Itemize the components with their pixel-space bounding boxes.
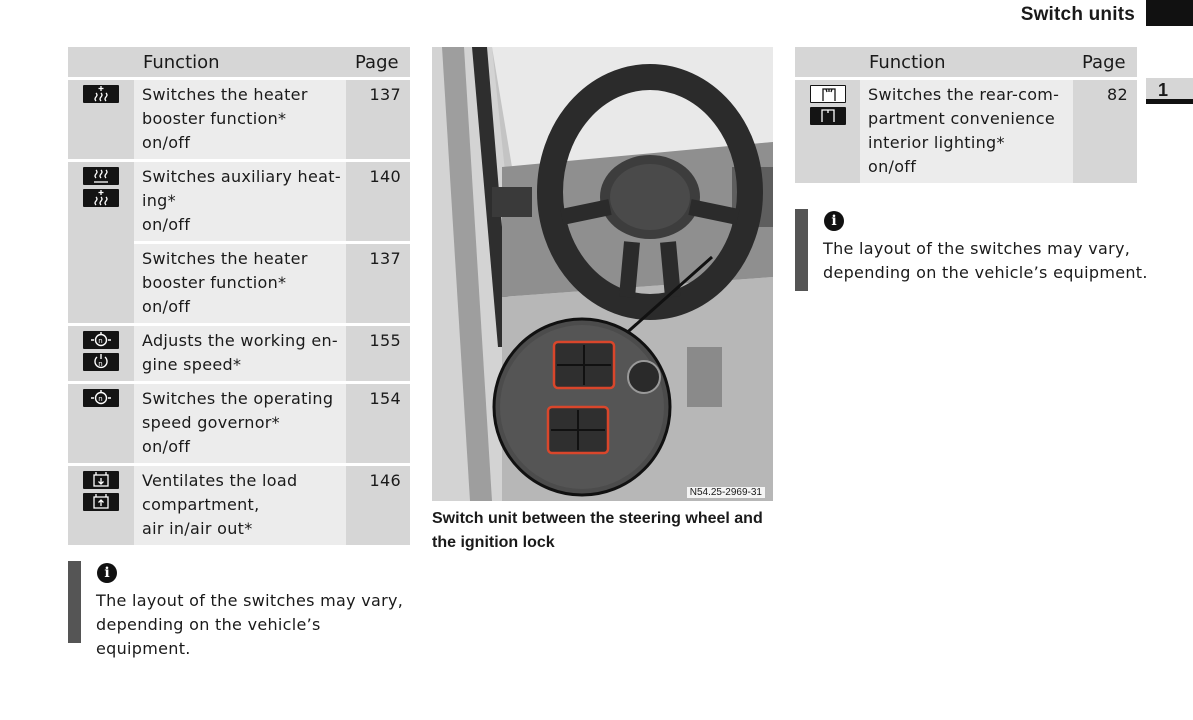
auxiliary-heating-icon — [83, 167, 119, 185]
figure-caption: Switch unit between the steering wheel a… — [432, 510, 763, 551]
row-icons: n — [68, 384, 134, 463]
svg-text:n: n — [98, 337, 103, 345]
table-row: Switches the heater booster function* on… — [68, 80, 410, 159]
chapter-tab: 1 — [1146, 78, 1193, 104]
row-icons — [68, 80, 134, 159]
load-air-in-icon — [83, 471, 119, 489]
info-icon: i — [824, 211, 844, 231]
heater-booster-icon — [83, 85, 119, 103]
speed-governor-icon: n — [83, 389, 119, 407]
row-icons — [68, 162, 134, 323]
info-note-right: i The layout of the switches may vary, d… — [795, 209, 1155, 291]
working-speed-down-icon: n — [83, 353, 119, 371]
page-cell: 137 — [346, 80, 410, 159]
note-text: The layout of the switches may vary, dep… — [823, 239, 1148, 282]
left-function-table: Function Page Switches the heater booste… — [68, 44, 410, 548]
table-row: Ventilates the load compartment, air in/… — [68, 466, 410, 545]
icon-column-header — [795, 47, 860, 77]
steering-wheel-illustration — [432, 47, 773, 501]
function-cell: Switches the operating speed governor* o… — [134, 384, 346, 463]
function-cell: Switches auxiliary heat- ing* on/off — [134, 162, 346, 241]
page-cell: 155 — [346, 326, 410, 381]
page-cell: 154 — [346, 384, 410, 463]
info-icon: i — [97, 563, 117, 583]
page-column-header: Page — [1073, 47, 1137, 77]
note-bar — [68, 561, 81, 643]
page-header-block — [1146, 0, 1193, 26]
figure-code: N54.25-2969-31 — [686, 487, 765, 498]
function-column-header: Function — [134, 47, 346, 77]
page-column-header: Page — [346, 47, 410, 77]
chapter-number: 1 — [1158, 80, 1169, 100]
function-column-header: Function — [860, 47, 1073, 77]
working-speed-up-icon: n — [83, 331, 119, 349]
page-cell: 137 — [346, 244, 410, 323]
function-cell: Switches the rear-com- partment convenie… — [860, 80, 1073, 183]
note-text: The layout of the switches may vary, dep… — [96, 591, 404, 658]
svg-text:n: n — [98, 360, 103, 368]
heater-booster-icon — [83, 189, 119, 207]
page-cell: 146 — [346, 466, 410, 545]
rear-light-on-icon — [809, 85, 846, 103]
row-icons — [795, 80, 860, 183]
function-cell: Switches the heater booster function* on… — [134, 244, 346, 323]
table-row: n Switches the operating speed governor*… — [68, 384, 410, 463]
page-header-title: Switch units — [1020, 4, 1135, 25]
table-row: Switches the heater booster function* on… — [68, 244, 410, 323]
table-row: n n Adjusts the working en- gine speed* … — [68, 326, 410, 381]
table-row: Switches the rear-com- partment convenie… — [795, 80, 1137, 183]
row-icons: n n — [68, 326, 134, 381]
page-cell: 82 — [1073, 80, 1137, 183]
load-air-out-icon — [83, 493, 119, 511]
rear-light-off-icon — [809, 107, 846, 125]
row-icons — [68, 466, 134, 545]
page-cell: 140 — [346, 162, 410, 241]
info-note-left: i The layout of the switches may vary, d… — [68, 561, 418, 658]
icon-column-header — [68, 47, 134, 77]
function-cell: Switches the heater booster function* on… — [134, 80, 346, 159]
function-cell: Ventilates the load compartment, air in/… — [134, 466, 346, 545]
note-bar — [795, 209, 808, 291]
steering-wheel-photo: N54.25-2969-31 — [432, 47, 773, 501]
right-function-table: Function Page Switches the rear-com- par… — [795, 44, 1137, 186]
svg-text:n: n — [98, 395, 103, 403]
function-cell: Adjusts the working en- gine speed* — [134, 326, 346, 381]
table-row: Switches auxiliary heat- ing* on/off 140 — [68, 162, 410, 323]
